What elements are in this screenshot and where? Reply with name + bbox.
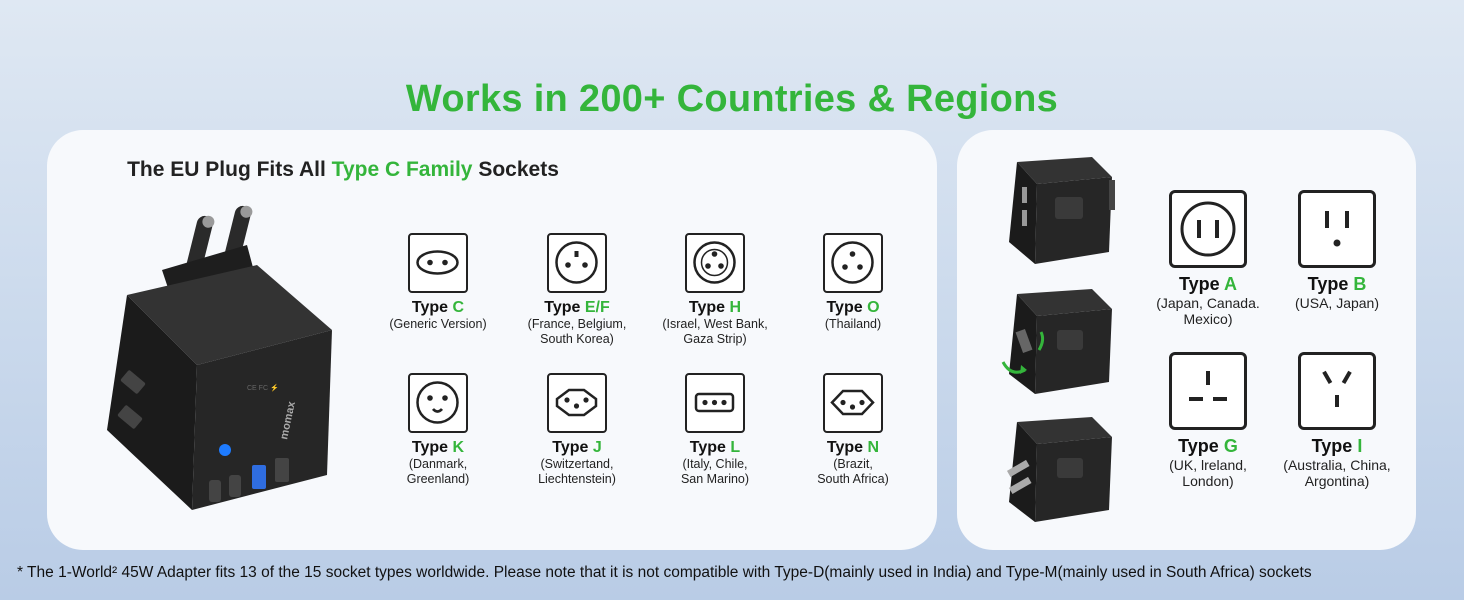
headline: Works in 200+ Countries & Regions (405, 78, 1059, 120)
eu-plug-subtitle: The EU Plug Fits All Type C Family Socke… (47, 158, 639, 182)
type-i-socket-icon (1298, 352, 1376, 430)
type-g-label: Type (1178, 436, 1224, 456)
svg-text:CE FC ⚡: CE FC ⚡ (247, 383, 279, 392)
type-i-label: Type (1311, 436, 1358, 456)
type-a-socket-icon (1169, 190, 1247, 268)
eu-plug-panel: The EU Plug Fits All Type C Family Socke… (47, 130, 937, 550)
type-c-socket-icon (408, 233, 468, 293)
type-b-regions: (USA, Japan) (1294, 295, 1380, 311)
type-o-label: Type (826, 299, 868, 316)
type-ef-label: Type (544, 299, 585, 316)
type-g-socket-icon (1169, 352, 1247, 430)
type-k-regions: (Danmark, Greenland) (406, 457, 470, 486)
socket-type-i: Type I (Australia, China, Argontina) (1262, 352, 1412, 489)
type-c-regions: (Generic Version) (389, 317, 487, 331)
adapter-us-plug-image (1009, 157, 1115, 264)
type-l-label: Type (689, 439, 731, 456)
type-k-socket-icon (408, 373, 468, 433)
type-b-label: Type (1307, 274, 1354, 294)
compatibility-footnote: * The 1-World² 45W Adapter fits 13 of th… (17, 564, 1312, 581)
subtitle-highlight: Type C Family (331, 158, 473, 181)
type-n-label: Type (826, 439, 868, 456)
type-ef-regions: (France, Belgium, South Korea) (527, 317, 627, 346)
type-h-regions: (Israel, West Bank, Gaza Strip) (662, 317, 768, 346)
type-l-regions: (Italy, Chile, San Marino) (680, 457, 750, 486)
type-n-letter: N (867, 439, 880, 456)
socket-type-b: Type B (USA, Japan) (1262, 190, 1412, 311)
type-c-label: Type (411, 299, 453, 316)
adapter-au-plug-image (1006, 417, 1112, 522)
type-k-label: Type (411, 439, 453, 456)
type-g-letter: G (1223, 436, 1238, 456)
type-j-socket-icon (547, 373, 607, 433)
socket-type-c: Type C (Generic Version) (373, 233, 503, 332)
socket-type-ef: Type E/F (France, Belgium, South Korea) (512, 233, 642, 347)
subtitle-post: Sockets (472, 158, 559, 181)
type-o-regions: (Thailand) (824, 317, 882, 331)
type-j-letter: J (592, 439, 602, 456)
type-l-socket-icon (685, 373, 745, 433)
socket-type-n: Type N (Brazit, South Africa) (788, 373, 918, 487)
type-a-label: Type (1178, 274, 1224, 294)
type-l-letter: L (730, 439, 741, 456)
socket-type-h: Type H (Israel, West Bank, Gaza Strip) (650, 233, 780, 347)
type-h-letter: H (729, 299, 742, 316)
type-c-letter: C (452, 299, 465, 316)
type-i-letter: I (1357, 436, 1363, 456)
adapter-uk-plug-image (1001, 289, 1112, 394)
socket-type-o: Type O (Thailand) (788, 233, 918, 332)
type-h-socket-icon (685, 233, 745, 293)
socket-type-g: Type G (UK, lreland, London) (1133, 352, 1283, 489)
type-i-regions: (Australia, China, Argontina) (1283, 457, 1391, 489)
type-k-letter: K (452, 439, 465, 456)
type-h-label: Type (688, 299, 730, 316)
type-ef-socket-icon (547, 233, 607, 293)
socket-type-l: Type L (Italy, Chile, San Marino) (650, 373, 780, 487)
type-g-regions: (UK, lreland, London) (1169, 457, 1247, 489)
type-o-socket-icon (823, 233, 883, 293)
type-a-letter: A (1224, 274, 1237, 294)
socket-type-k: Type K (Danmark, Greenland) (373, 373, 503, 487)
other-plugs-panel: Type A (Japan, Canada. Mexico) Type B (U… (957, 130, 1416, 550)
socket-type-a: Type A (Japan, Canada. Mexico) (1133, 190, 1283, 327)
type-b-socket-icon (1298, 190, 1376, 268)
type-a-regions: (Japan, Canada. Mexico) (1156, 295, 1260, 327)
type-j-label: Type (552, 439, 593, 456)
socket-type-j: Type J (Switzertand, Liechtenstein) (512, 373, 642, 487)
adapter-eu-plug-image: momax CE FC ⚡ (107, 205, 332, 510)
type-ef-letter: E/F (584, 299, 610, 316)
type-n-socket-icon (823, 373, 883, 433)
type-j-regions: (Switzertand, Liechtenstein) (538, 457, 616, 486)
type-n-regions: (Brazit, South Africa) (817, 457, 889, 486)
type-o-letter: O (867, 299, 880, 316)
subtitle-pre: The EU Plug Fits All (127, 158, 332, 181)
type-b-letter: B (1353, 274, 1367, 294)
